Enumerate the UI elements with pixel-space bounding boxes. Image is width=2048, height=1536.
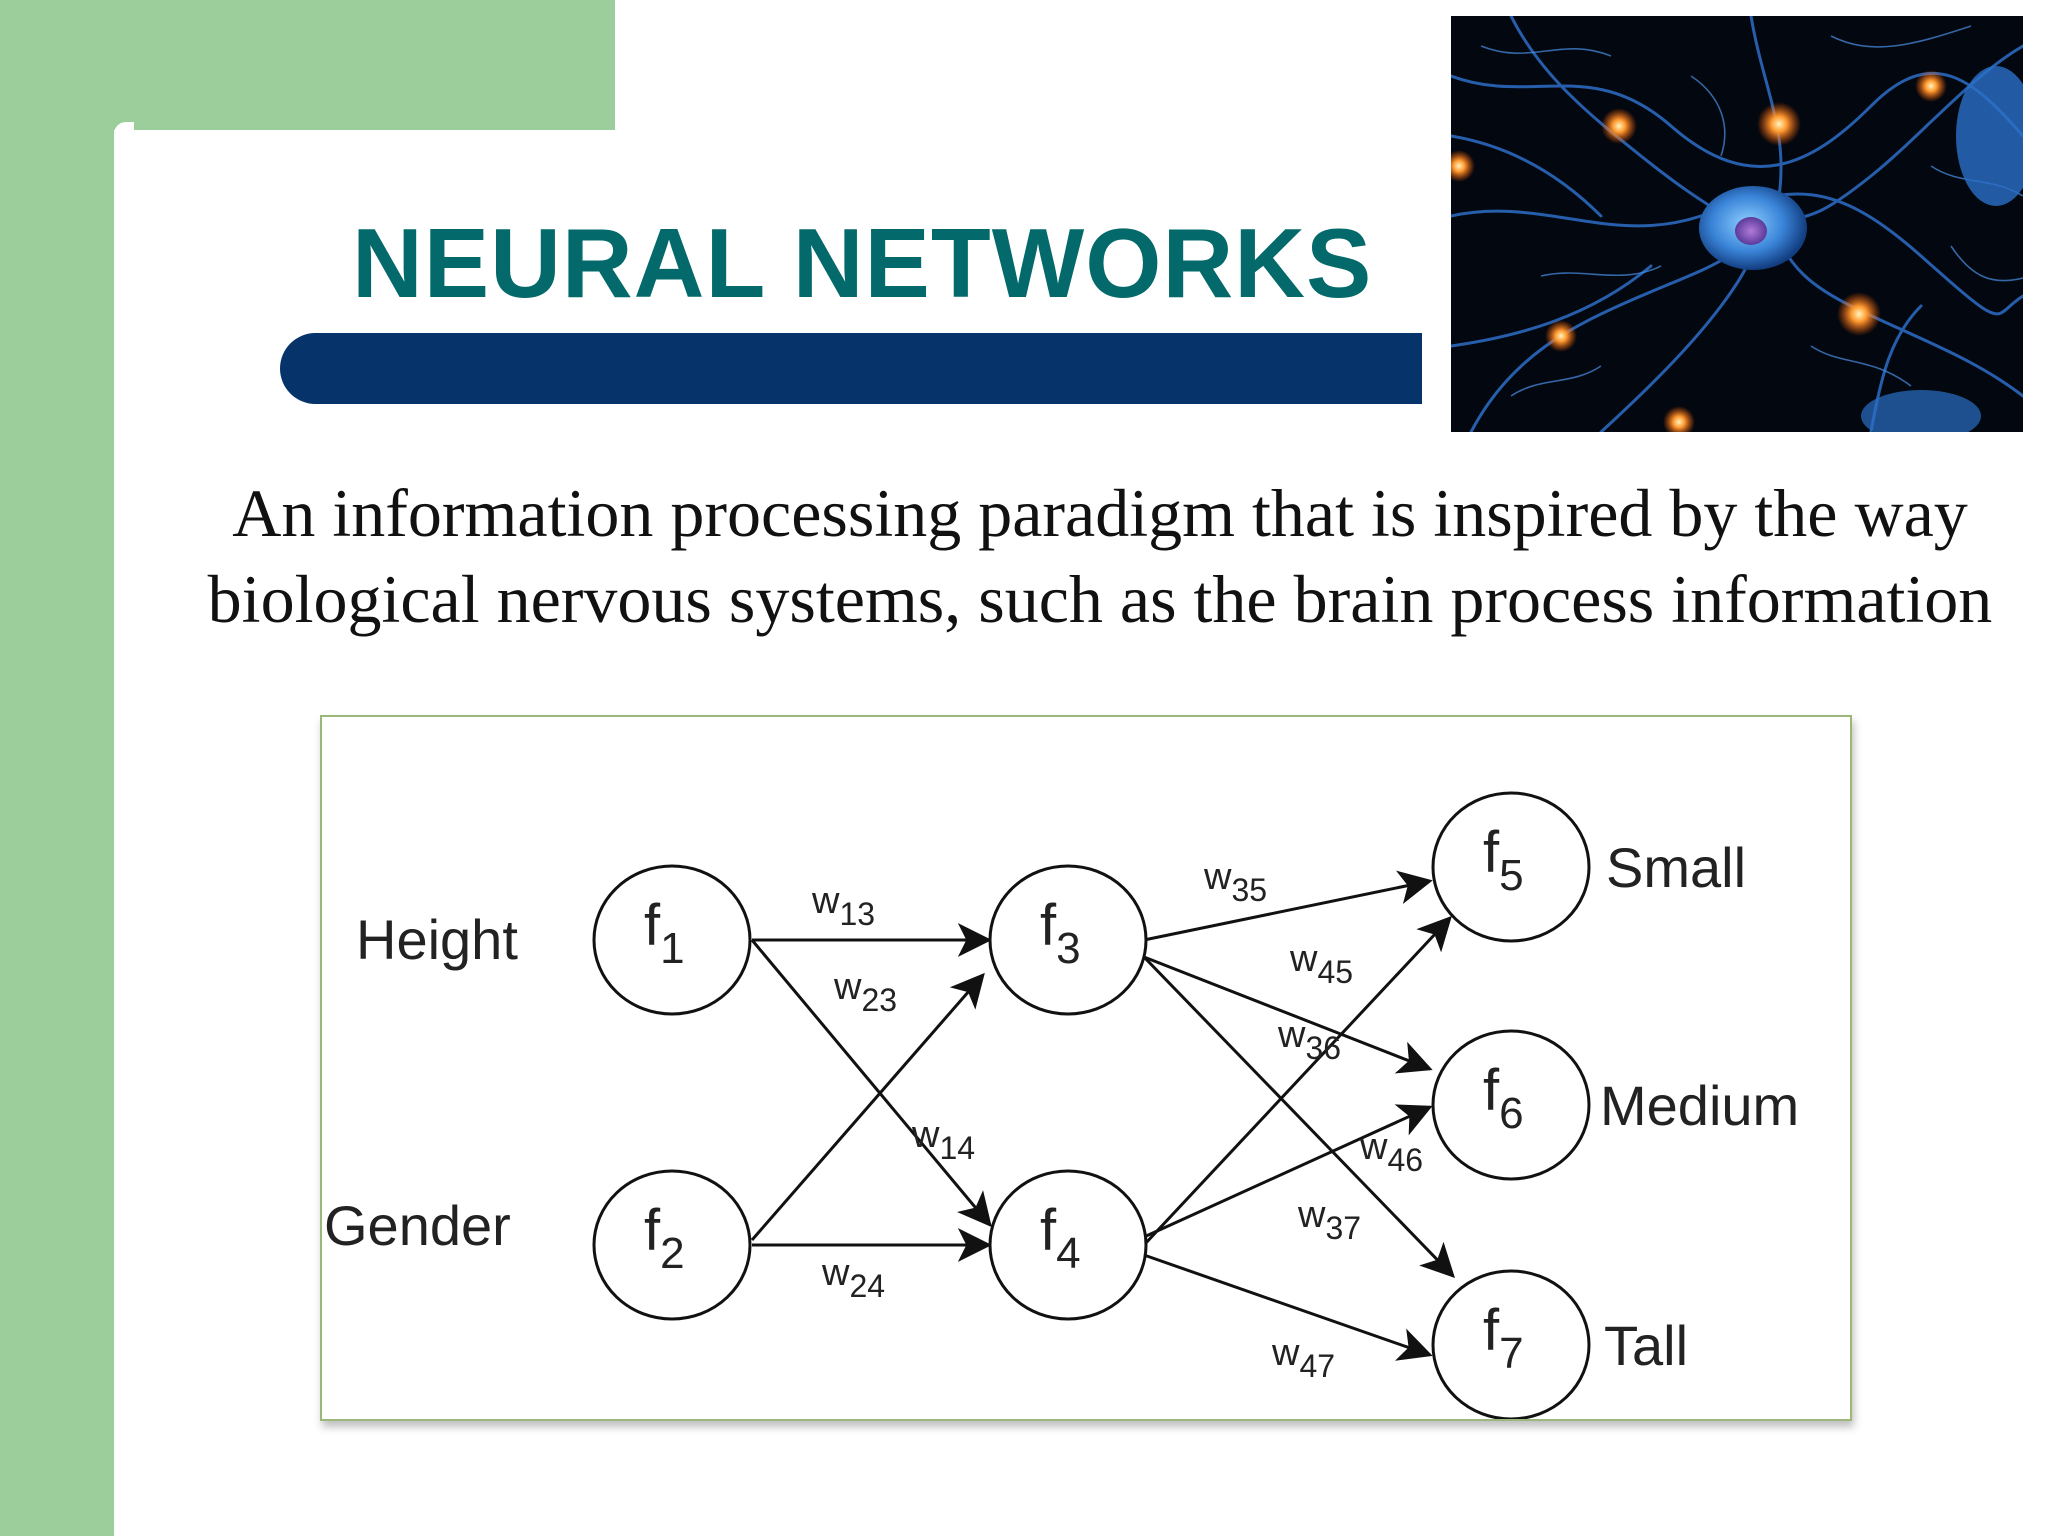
slide-title: NEURAL NETWORKS <box>352 208 1373 318</box>
node-f4 <box>988 1169 1148 1321</box>
edge-w36 <box>1143 955 1433 1074</box>
weight-label-w45: w45 <box>1289 938 1353 990</box>
node-f1-label: f1 <box>644 893 685 973</box>
edge-w46 <box>1143 1104 1433 1239</box>
node-f2 <box>592 1169 752 1321</box>
output-label-tall: Tall <box>1604 1314 1688 1377</box>
content-corner <box>114 122 134 142</box>
node-labels: f1 f2 f3 f4 f5 f6 f7 <box>644 820 1524 1378</box>
node-f3 <box>988 864 1148 1016</box>
weight-label-w47: w47 <box>1271 1332 1335 1384</box>
weight-label-w24: w24 <box>821 1252 885 1304</box>
node-f5 <box>1431 791 1591 943</box>
weight-label-w35: w35 <box>1203 856 1267 908</box>
weight-label-w13: w13 <box>811 880 875 932</box>
node-f4-label: f4 <box>1040 1198 1081 1278</box>
description-line-2: biological nervous systems, such as the … <box>207 561 1993 637</box>
node-f2-label: f2 <box>644 1198 685 1278</box>
corner-accent-bar <box>0 0 615 130</box>
node-f6-label: f6 <box>1483 1058 1524 1138</box>
node-f1 <box>592 864 752 1016</box>
edge-w45 <box>1142 915 1452 1247</box>
neural-network-diagram: f1 f2 f3 f4 f5 f6 f7 Height Gender Small… <box>320 715 1852 1421</box>
input-label-gender: Gender <box>324 1194 511 1257</box>
io-labels: Height Gender Small Medium Tall <box>324 836 1799 1377</box>
edge-w14 <box>750 939 992 1228</box>
node-f3-label: f3 <box>1040 893 1081 973</box>
weight-label-w37: w37 <box>1297 1194 1361 1246</box>
node-f6 <box>1431 1029 1591 1181</box>
diagram-edges <box>750 870 1455 1361</box>
description-line-1: An information processing paradigm that … <box>232 475 1968 551</box>
weight-label-w36: w36 <box>1277 1014 1341 1066</box>
edge-w37 <box>1142 955 1455 1279</box>
weight-label-w23: w23 <box>833 966 897 1018</box>
weight-labels: w13 w23 w14 w24 w35 w45 w36 w46 w37 w47 <box>811 856 1423 1384</box>
slide-description: An information processing paradigm that … <box>170 470 2030 642</box>
input-label-height: Height <box>356 908 518 971</box>
node-f7-label: f7 <box>1483 1298 1524 1378</box>
edge-w47 <box>1143 1253 1433 1361</box>
output-label-medium: Medium <box>1600 1074 1799 1137</box>
edge-w23 <box>750 972 985 1241</box>
output-label-small: Small <box>1606 836 1746 899</box>
edge-w35 <box>1143 870 1433 942</box>
node-f7 <box>1431 1269 1591 1419</box>
title-underline-bar <box>280 333 1422 404</box>
weight-label-w14: w14 <box>911 1114 975 1166</box>
node-f5-label: f5 <box>1483 820 1524 900</box>
neuron-network-photo <box>1451 16 2023 432</box>
diagram-nodes <box>592 791 1591 1419</box>
weight-label-w46: w46 <box>1359 1126 1423 1178</box>
